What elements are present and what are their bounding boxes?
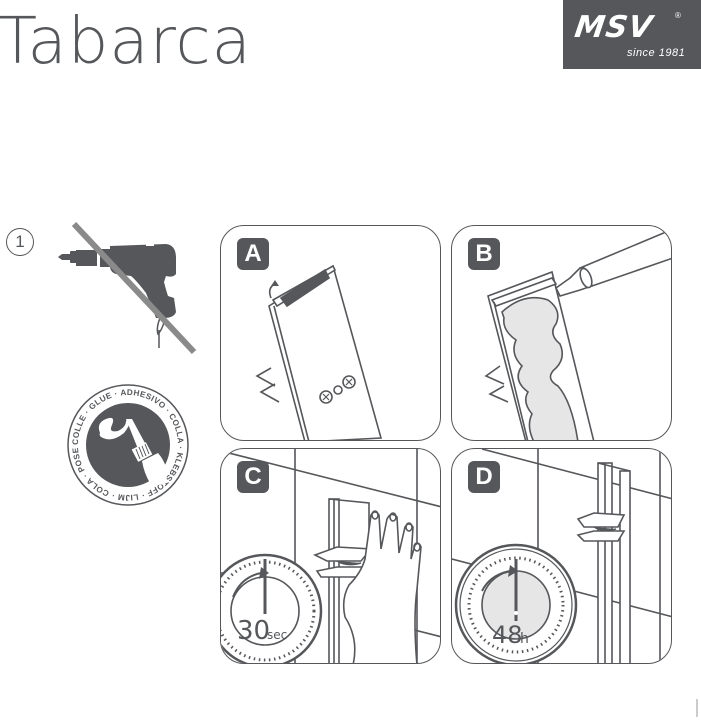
panel-d: D 48 h — [451, 448, 672, 664]
timer-48-h-icon: 48 h — [454, 543, 578, 663]
bracket-peel-illustration — [255, 264, 383, 440]
logo-registered-mark: ® — [675, 11, 681, 20]
press-bracket-illustration: 30 sec — [221, 449, 440, 663]
step-number: 1 — [6, 228, 34, 256]
timer-c-value: 30 — [237, 616, 270, 646]
glue-seal: COLLE · GLUE · ADHESIVO · COLLA · KLEBST… — [66, 383, 189, 506]
msv-logo: MSV ® since 1981 — [563, 0, 701, 69]
product-title: Tabarca — [0, 5, 252, 79]
timer-30-sec-icon: 30 sec — [221, 553, 323, 663]
timer-d-value: 48 — [492, 621, 523, 649]
timer-c-unit: sec — [267, 628, 287, 642]
logo-tagline: since 1981 — [627, 47, 686, 59]
glue-apply-illustration — [484, 231, 671, 440]
glue-squiggle-icon — [98, 417, 130, 440]
panel-c: C — [220, 448, 441, 664]
no-drilling-icon — [58, 221, 197, 355]
panel-b: B — [451, 225, 672, 441]
page-edge-mark — [696, 699, 698, 717]
panel-a: A — [220, 225, 441, 441]
timer-d-unit: h — [520, 631, 529, 647]
panel-a-label: A — [237, 238, 269, 270]
panel-b-label: B — [468, 238, 500, 270]
panel-c-label: C — [237, 461, 269, 493]
logo-brand: MSV — [572, 10, 656, 45]
panel-d-label: D — [468, 461, 500, 493]
glue-tube-icon — [126, 419, 167, 485]
cure-wait-illustration: 48 h — [452, 449, 671, 663]
